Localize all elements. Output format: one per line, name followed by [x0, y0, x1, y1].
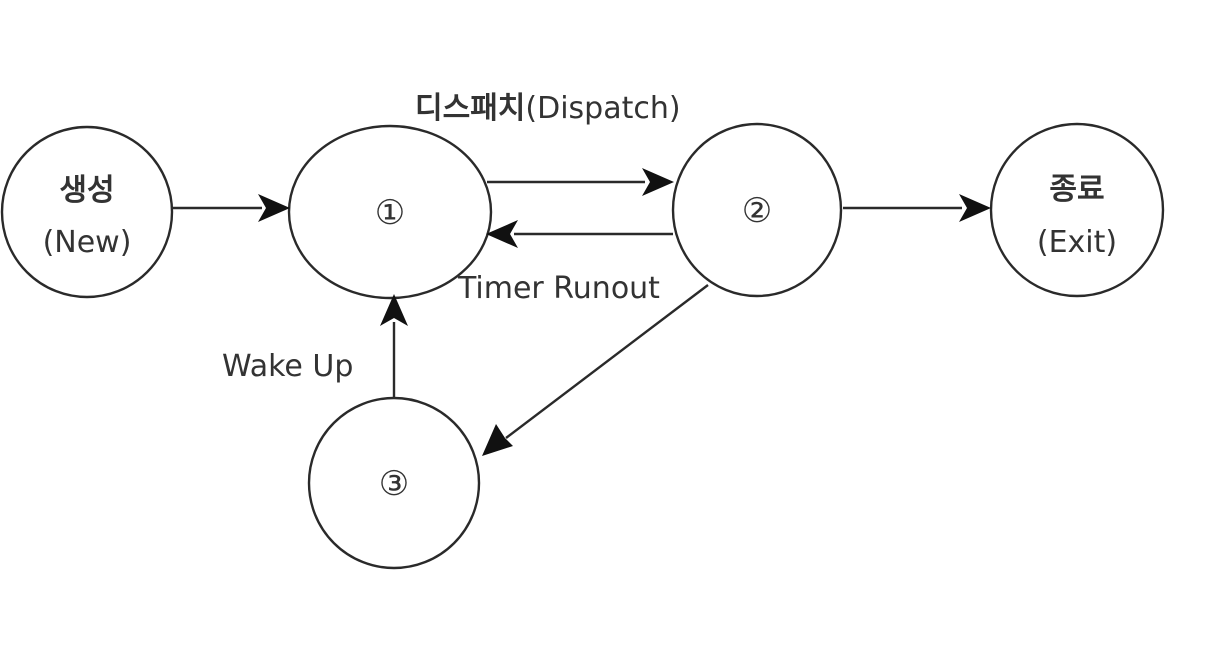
node-exit-circle — [989, 122, 1165, 298]
node-new: 생성 (New) — [0, 125, 174, 299]
dispatch-label-korean: 디스패치 — [415, 91, 525, 126]
node-exit: 종료 (Exit) — [989, 122, 1165, 298]
node-ready: ① — [287, 124, 493, 300]
arrowhead-left-icon — [486, 220, 518, 248]
dispatch-label: 디스패치(Dispatch) — [415, 91, 681, 126]
arrowhead-right-icon — [258, 194, 290, 222]
edge-new-to-ready — [172, 194, 290, 222]
node-waiting-label: ③ — [379, 464, 409, 504]
edge-running-to-waiting — [482, 284, 709, 456]
edge-dispatch — [487, 168, 674, 196]
node-exit-title: 종료 — [1049, 172, 1104, 207]
node-ready-circle — [287, 124, 493, 300]
edge-timer-runout — [486, 220, 673, 248]
node-exit-subtitle: (Exit) — [1037, 225, 1117, 260]
node-running: ② — [671, 122, 843, 298]
arrowhead-right-icon — [642, 168, 674, 196]
node-new-subtitle: (New) — [43, 225, 132, 260]
arrowhead-down-left-icon — [482, 424, 513, 456]
wake-up-label: Wake Up — [222, 349, 353, 384]
node-running-label: ② — [742, 191, 772, 231]
arrowhead-right-icon — [959, 194, 991, 222]
arrowhead-up-icon — [380, 294, 408, 326]
node-new-title: 생성 — [59, 173, 114, 208]
node-waiting: ③ — [307, 396, 481, 570]
node-running-circle — [671, 122, 843, 298]
node-ready-label: ① — [375, 193, 405, 233]
edge-wake-up — [380, 294, 408, 398]
dispatch-label-english: (Dispatch) — [525, 91, 680, 126]
timer-runout-label: Timer Runout — [457, 271, 660, 306]
edge-running-to-exit — [843, 194, 991, 222]
node-new-circle — [0, 125, 174, 299]
